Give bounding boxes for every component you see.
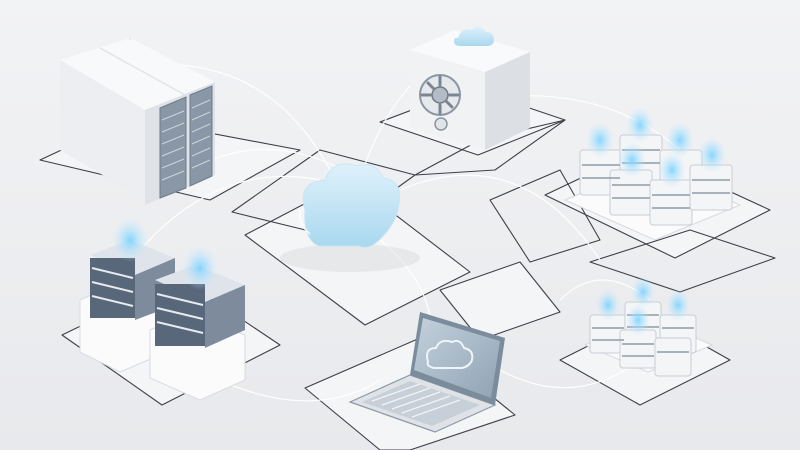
arc-center-to-cluster	[399, 174, 601, 261]
server-stack-icon	[79, 218, 246, 401]
safe-vault-icon	[410, 26, 530, 150]
cluster-bottom-icon	[583, 276, 714, 377]
platform-mid-right	[489, 169, 601, 263]
platform-mid-lower	[439, 261, 561, 341]
laptop-icon	[348, 312, 505, 433]
platform-right-connector	[414, 119, 566, 176]
safe-cloud-icon	[454, 26, 494, 46]
server-rack-icon	[60, 38, 215, 205]
arc-stack-to-cloud	[139, 175, 321, 251]
cluster-top-icon	[563, 107, 742, 241]
stack-right	[155, 246, 245, 348]
laptop-screen-cloud-icon	[426, 339, 474, 369]
central-cloud-icon	[280, 163, 420, 272]
